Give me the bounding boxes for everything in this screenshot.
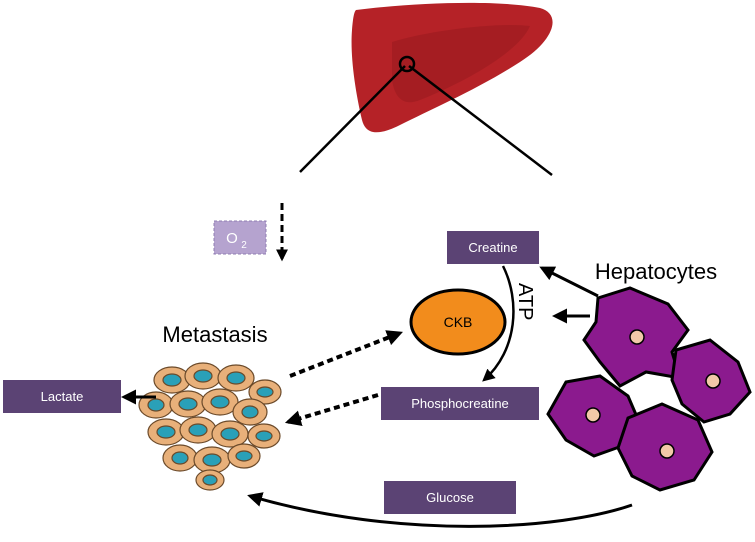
phosphocreatine-box: Phosphocreatine xyxy=(381,387,539,420)
ckb-label: CKB xyxy=(444,314,473,330)
tumor-cluster-icon xyxy=(138,362,282,491)
zoom-line-right xyxy=(408,65,553,176)
metastasis-label: Metastasis xyxy=(162,322,267,347)
o2-subscript: 2 xyxy=(241,240,247,251)
glucose-box: Glucose xyxy=(384,481,516,514)
glucose-label: Glucose xyxy=(426,490,474,505)
lactate-label: Lactate xyxy=(41,389,84,404)
phosphocreatine-to-metastasis-arrow xyxy=(284,393,379,426)
liver-icon xyxy=(351,2,553,133)
zoom-line-left xyxy=(299,65,406,173)
ckb-enzyme: CKB xyxy=(409,288,507,356)
hepatocytes-label: Hepatocytes xyxy=(595,259,717,284)
atp-curve-arrow xyxy=(482,265,515,382)
creatine-label: Creatine xyxy=(468,240,517,255)
glucose-curve-arrow xyxy=(247,492,633,528)
phosphocreatine-label: Phosphocreatine xyxy=(411,396,509,411)
o2-box: O 2 xyxy=(213,220,267,255)
hepatocyte-cells-icon xyxy=(546,286,752,492)
hepatocyte-to-creatine-arrow xyxy=(539,266,599,298)
lactate-box: Lactate xyxy=(3,380,121,413)
o2-label: O xyxy=(226,230,238,247)
atp-label: ATP xyxy=(514,283,536,320)
creatine-box: Creatine xyxy=(447,231,539,264)
svg-text:O: O xyxy=(226,230,238,247)
metastasis-to-ckb-arrow xyxy=(289,330,403,378)
